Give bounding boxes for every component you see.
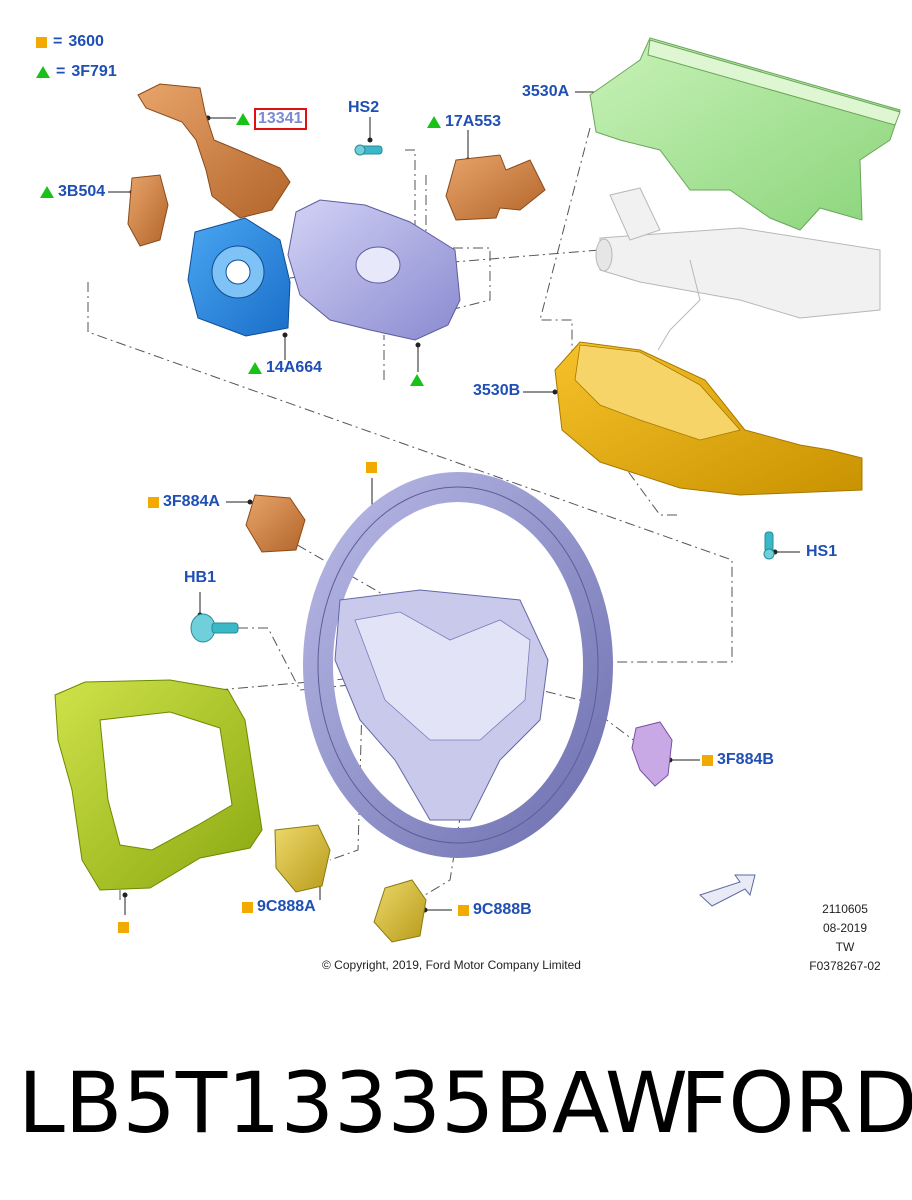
square-marker-icon — [458, 904, 469, 916]
legend-square-text: 3600 — [68, 33, 104, 50]
exploded-parts-diagram: = 3600 = 3F791 13341 HS2 17A553 3530A 3B… — [36, 33, 901, 976]
legend-equals: = — [53, 33, 63, 50]
label-13341-text: 13341 — [254, 108, 307, 130]
label-17a553-text: 17A553 — [445, 113, 502, 130]
label-9c888a-text: 9C888A — [257, 898, 316, 915]
label-3b504: 3B504 — [40, 183, 105, 201]
square-marker-icon — [148, 496, 159, 508]
label-3f884b: 3F884B — [702, 751, 774, 769]
label-3f884b-text: 3F884B — [717, 751, 774, 768]
label-13341: 13341 — [236, 108, 307, 130]
label-9c888b: 9C888B — [458, 901, 532, 919]
label-3530b: 3530B — [473, 382, 520, 400]
square-marker-icon — [242, 901, 253, 913]
legend-item-square: = 3600 — [36, 33, 104, 51]
label-14a664: 14A664 — [248, 359, 322, 377]
label-hb1-text: HB1 — [184, 569, 217, 586]
label-hs2: HS2 — [348, 99, 379, 117]
drawing-number: 2110605 — [822, 902, 868, 916]
legend-item-triangle: = 3F791 — [36, 63, 117, 81]
square-marker-icon — [702, 754, 713, 766]
figure-number: F0378267-02 — [809, 959, 881, 973]
copyright-notice: © Copyright, 2019, Ford Motor Company Li… — [322, 958, 581, 972]
drawing-code: TW — [835, 940, 855, 954]
label-14a664-text: 14A664 — [266, 359, 323, 376]
legend-equals: = — [56, 63, 66, 80]
triangle-marker-icon — [236, 113, 250, 125]
label-3b504-text: 3B504 — [58, 183, 106, 200]
drawing-date: 08-2019 — [822, 921, 868, 935]
brand-name: FORD — [680, 1054, 912, 1152]
label-hs2-text: HS2 — [348, 99, 380, 116]
triangle-marker-icon — [40, 186, 54, 198]
label-3f884a-text: 3F884A — [163, 493, 220, 510]
label-hb1: HB1 — [184, 569, 216, 587]
label-9c888a: 9C888A — [242, 898, 316, 916]
triangle-marker-icon — [36, 66, 50, 78]
label-hs1-text: HS1 — [806, 543, 838, 560]
label-hs1: HS1 — [806, 543, 837, 561]
label-17a553: 17A553 — [427, 113, 501, 131]
part-number: LB5T13335BAW — [18, 1054, 688, 1152]
label-9c888b-text: 9C888B — [473, 901, 532, 918]
legend-triangle-text: 3F791 — [71, 63, 117, 80]
triangle-marker-icon — [427, 116, 441, 128]
diagram-illustration — [54, 37, 901, 943]
label-3530a: 3530A — [522, 83, 569, 101]
label-3f884a: 3F884A — [148, 493, 220, 511]
square-marker-icon — [36, 36, 47, 48]
label-3530a-text: 3530A — [522, 83, 570, 100]
drawing-info-block: 2110605 08-2019 TW F0378267-02 — [800, 900, 890, 976]
product-caption: LB5T13335BAW FORD — [0, 1048, 912, 1158]
label-3530b-text: 3530B — [473, 382, 521, 399]
triangle-marker-icon — [248, 362, 262, 374]
